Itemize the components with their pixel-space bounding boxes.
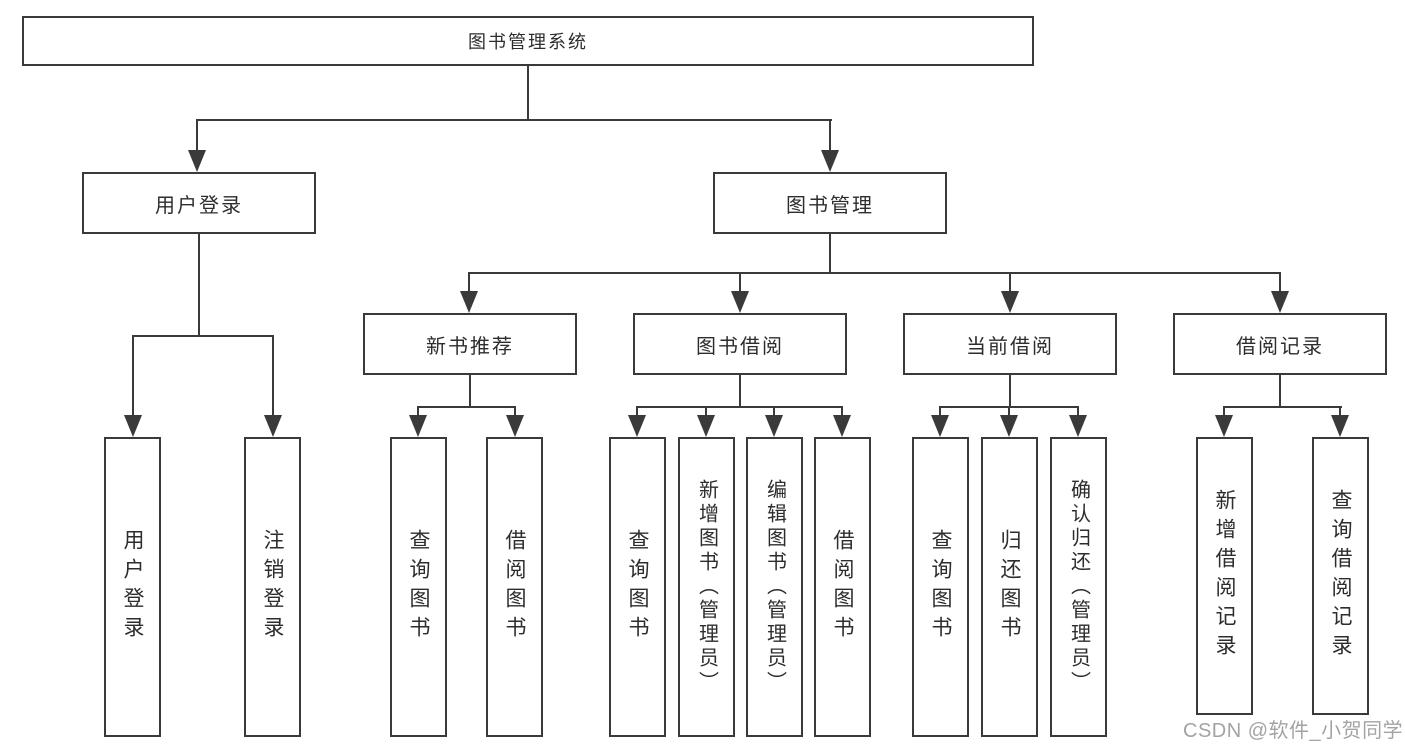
arrowhead xyxy=(124,415,142,437)
connector-line xyxy=(132,335,134,417)
connector-line xyxy=(198,234,200,336)
leaf-add-borrow-record: 新增借阅记录 xyxy=(1196,437,1253,715)
connector-line xyxy=(132,335,274,337)
arrowhead xyxy=(188,150,206,172)
leaf-query-book: 查询图书 xyxy=(609,437,666,737)
connector-line xyxy=(417,406,516,408)
arrowhead xyxy=(1001,291,1019,313)
leaf-query-book: 查询图书 xyxy=(912,437,969,737)
node-library-management-system: 图书管理系统 xyxy=(22,16,1034,66)
node-user-login: 用户登录 xyxy=(82,172,316,234)
connector-line xyxy=(773,406,775,417)
leaf-query-borrow-record: 查询借阅记录 xyxy=(1312,437,1369,715)
arrowhead xyxy=(1331,415,1349,437)
leaf-borrow-book: 借阅图书 xyxy=(814,437,871,737)
leaf-user-login: 用户登录 xyxy=(104,437,161,737)
arrowhead xyxy=(409,415,427,437)
leaf-add-book-admin: 新增图书（管理员） xyxy=(678,437,735,737)
connector-line xyxy=(841,406,843,417)
leaf-logout: 注销登录 xyxy=(244,437,301,737)
connector-line xyxy=(1279,272,1281,293)
connector-line xyxy=(829,119,831,152)
connector-line xyxy=(272,335,274,417)
arrowhead xyxy=(1069,415,1087,437)
connector-line xyxy=(739,272,741,293)
connector-line xyxy=(196,119,198,152)
connector-line xyxy=(1339,406,1341,417)
arrowhead xyxy=(264,415,282,437)
arrowhead xyxy=(821,150,839,172)
node-borrow-records: 借阅记录 xyxy=(1173,313,1387,375)
arrowhead xyxy=(506,415,524,437)
leaf-return-book: 归还图书 xyxy=(981,437,1038,737)
connector-line xyxy=(468,272,1281,274)
arrowhead xyxy=(1000,415,1018,437)
connector-line xyxy=(636,406,638,417)
leaf-confirm-return-admin: 确认归还（管理员） xyxy=(1050,437,1107,737)
watermark: CSDN @软件_小贺同学 xyxy=(1183,720,1404,742)
connector-line xyxy=(514,406,516,417)
connector-line xyxy=(1223,406,1225,417)
arrowhead xyxy=(1271,291,1289,313)
arrowhead xyxy=(765,415,783,437)
connector-line xyxy=(417,406,419,417)
node-current-borrow: 当前借阅 xyxy=(903,313,1117,375)
connector-line xyxy=(1224,406,1342,408)
connector-line xyxy=(1009,375,1011,407)
connector-line xyxy=(1279,375,1281,407)
arrowhead xyxy=(1215,415,1233,437)
arrowhead xyxy=(931,415,949,437)
connector-line xyxy=(527,66,529,120)
connector-line xyxy=(1009,272,1011,293)
node-new-book-recommend: 新书推荐 xyxy=(363,313,577,375)
connector-line xyxy=(469,375,471,407)
connector-line xyxy=(196,119,832,121)
node-book-borrow: 图书借阅 xyxy=(633,313,847,375)
arrowhead xyxy=(697,415,715,437)
connector-line xyxy=(637,406,843,408)
leaf-edit-book-admin: 编辑图书（管理员） xyxy=(746,437,803,737)
connector-line xyxy=(1008,406,1010,417)
node-book-management: 图书管理 xyxy=(713,172,947,234)
leaf-query-book: 查询图书 xyxy=(390,437,447,737)
connector-line xyxy=(739,375,741,407)
connector-line xyxy=(1077,406,1079,417)
arrowhead xyxy=(731,291,749,313)
connector-line xyxy=(939,406,941,417)
arrowhead xyxy=(833,415,851,437)
arrowhead xyxy=(460,291,478,313)
connector-line xyxy=(705,406,707,417)
leaf-borrow-book: 借阅图书 xyxy=(486,437,543,737)
arrowhead xyxy=(628,415,646,437)
connector-line xyxy=(829,234,831,273)
connector-line xyxy=(468,272,470,293)
